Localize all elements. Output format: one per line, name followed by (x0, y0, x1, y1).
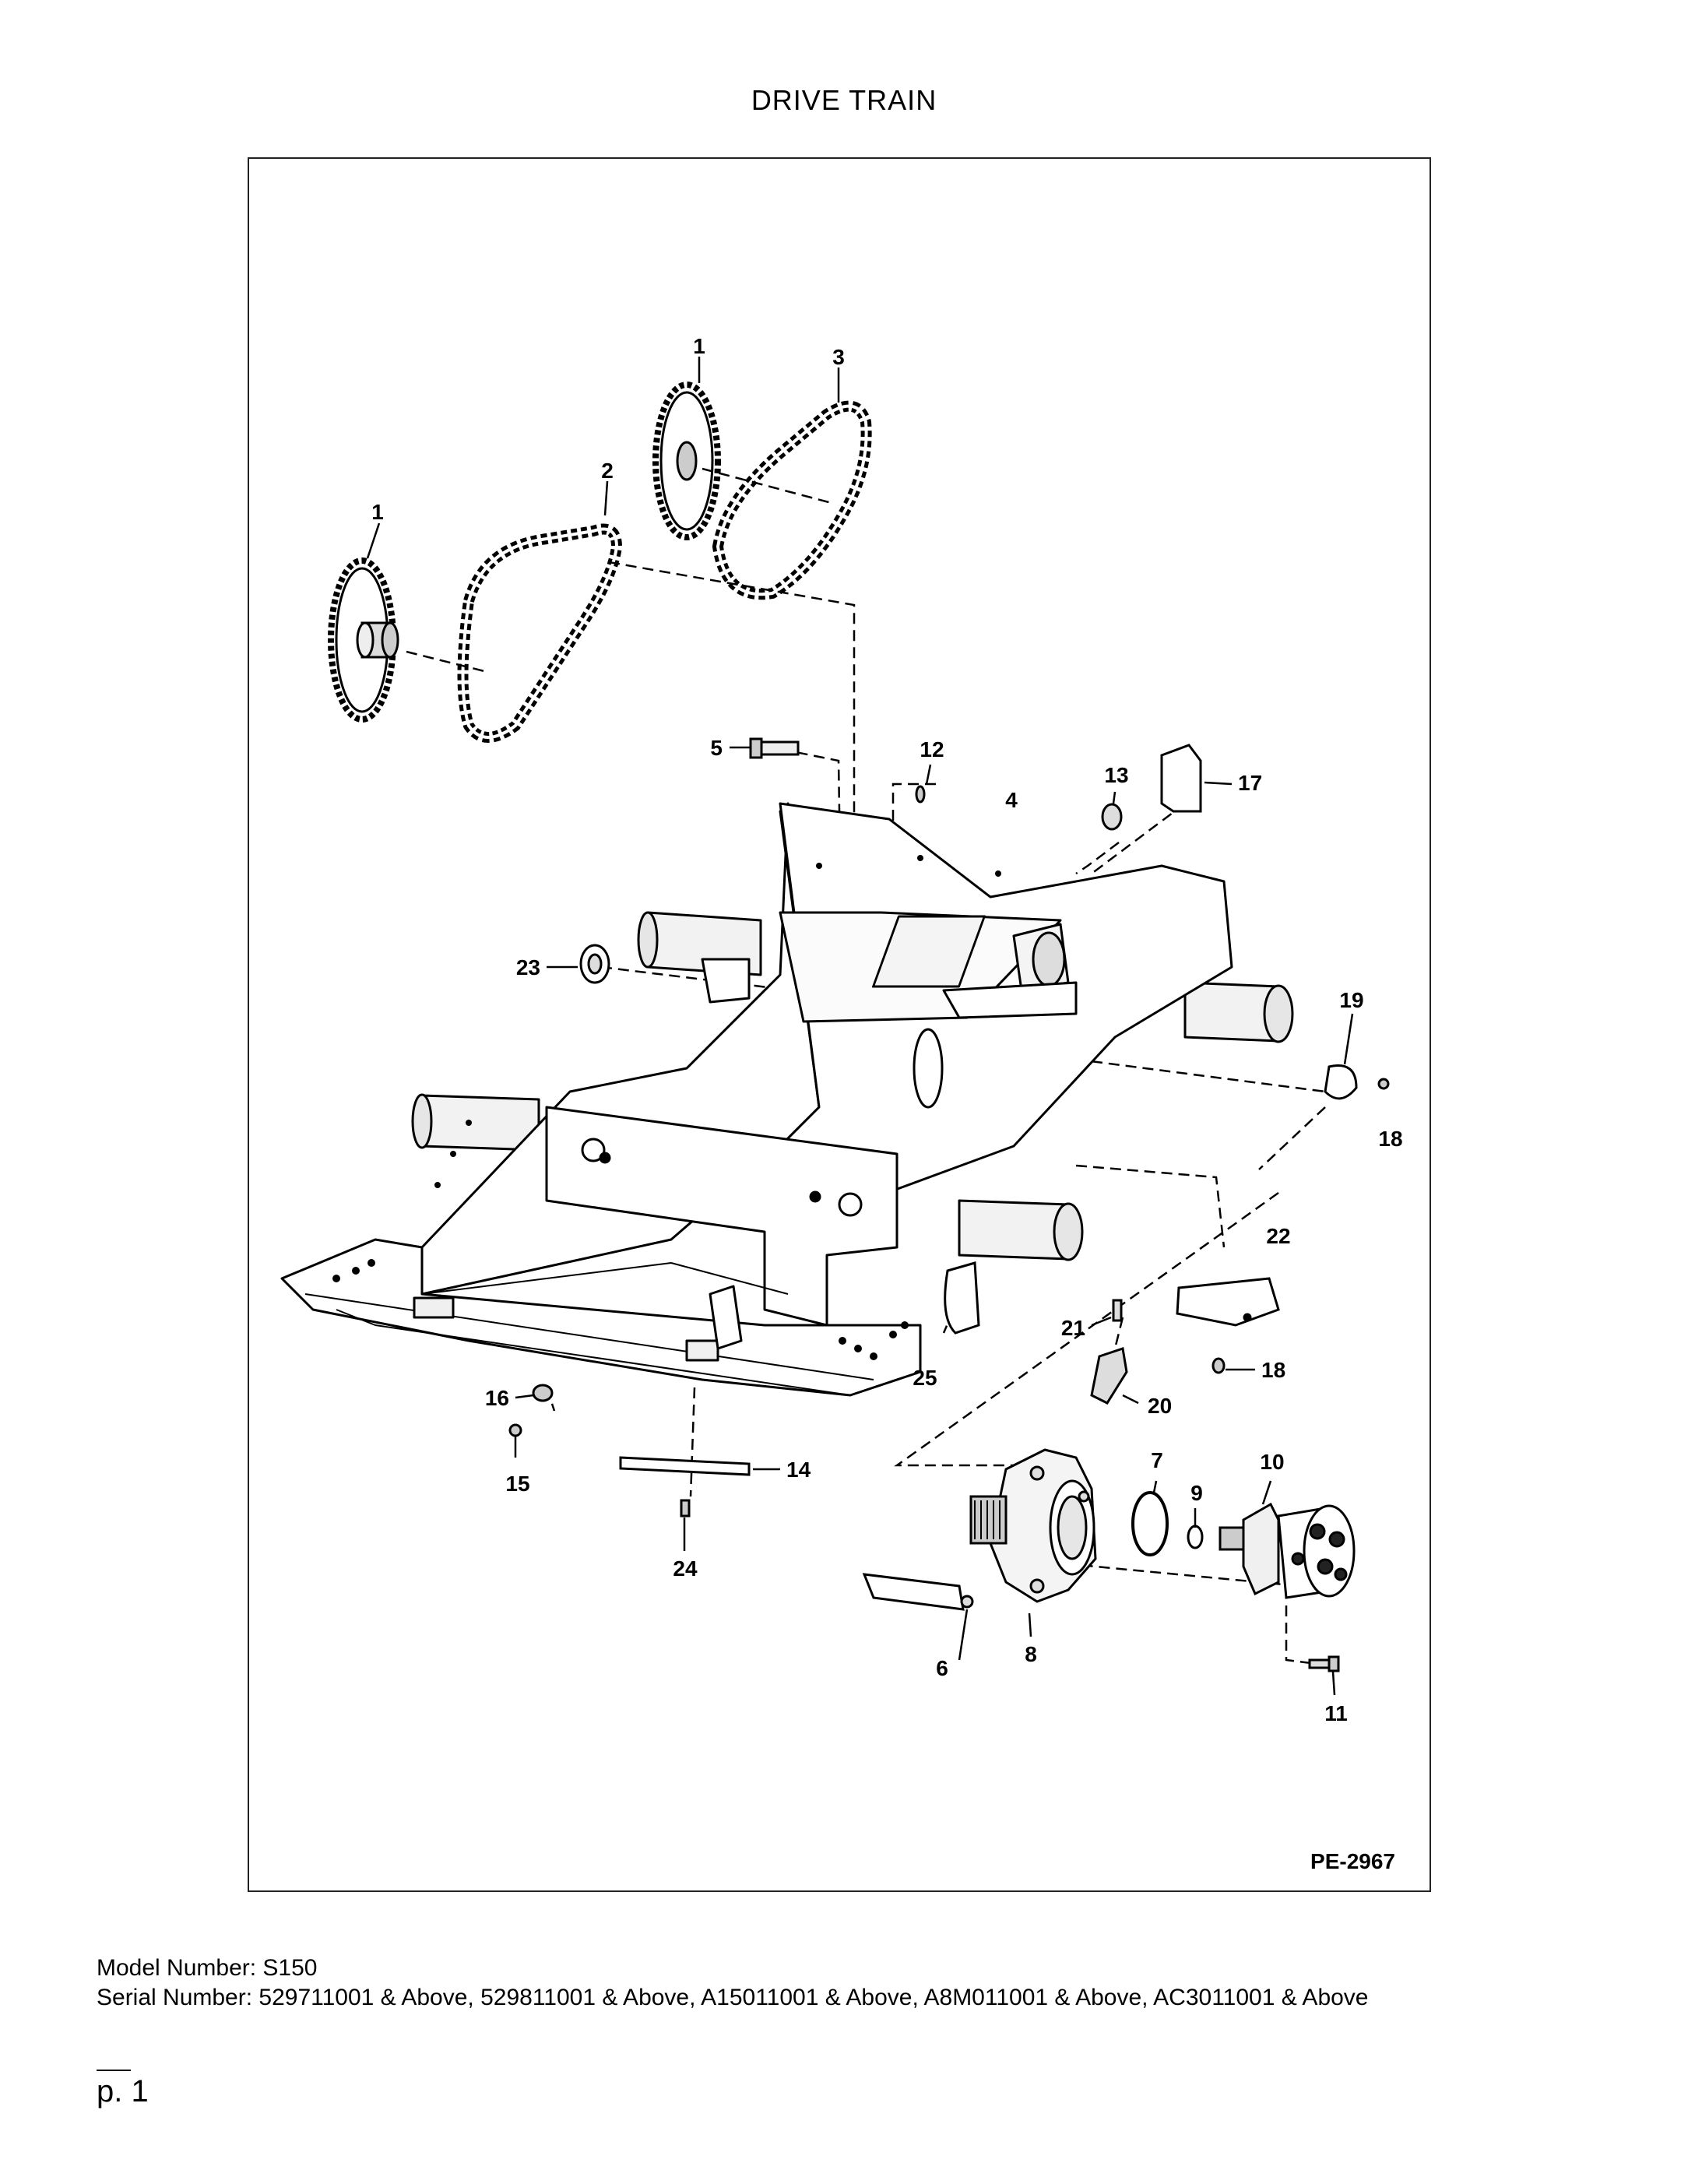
callout-19: 19 (1339, 988, 1363, 1012)
drive-motor-housing (969, 1448, 1097, 1603)
drive-chain-right (712, 400, 872, 600)
drive-chain-left (457, 523, 623, 743)
callout-16: 16 (485, 1386, 509, 1410)
page-title: DRIVE TRAIN (751, 84, 937, 116)
callout-1-upper: 1 (693, 334, 705, 358)
sprocket-upper (652, 382, 721, 540)
callout-13: 13 (1104, 763, 1128, 787)
serial-number: Serial Number: 529711001 & Above, 529811… (97, 1985, 1369, 2010)
callout-8: 8 (1025, 1642, 1037, 1666)
callout-4: 4 (1005, 788, 1018, 812)
fastener-parts (508, 737, 1390, 1672)
callout-1-left: 1 (371, 500, 384, 524)
callout-18-upper: 18 (1378, 1127, 1402, 1151)
callout-10: 10 (1260, 1450, 1284, 1474)
callout-leaders (366, 357, 1354, 1696)
callout-17: 17 (1238, 771, 1262, 795)
callout-22: 22 (1266, 1224, 1290, 1248)
callout-23: 23 (516, 955, 540, 979)
callout-14: 14 (786, 1458, 811, 1482)
page-separator (97, 2070, 131, 2071)
callout-7: 7 (1151, 1448, 1163, 1472)
parts-diagram-frame: 1 3 1 2 5 12 4 13 17 23 19 18 22 21 18 2… (248, 157, 1431, 1892)
model-number: Model Number: S150 (97, 1955, 318, 1981)
exploded-parts-diagram: 1 3 1 2 5 12 4 13 17 23 19 18 22 21 18 2… (280, 334, 1403, 1873)
callout-11: 11 (1324, 1701, 1348, 1725)
callout-9: 9 (1190, 1481, 1203, 1505)
callout-21: 21 (1061, 1316, 1085, 1340)
callout-5: 5 (710, 736, 723, 760)
callout-24: 24 (673, 1556, 698, 1581)
plate-id: PE-2967 (1310, 1849, 1395, 1873)
page-number: p. 1 (97, 2074, 149, 2108)
callout-20: 20 (1148, 1394, 1172, 1418)
callout-18-lower: 18 (1261, 1358, 1285, 1382)
chassis-frame (280, 802, 1294, 1397)
sprocket-left (328, 557, 399, 723)
callout-3: 3 (832, 345, 845, 369)
callout-2: 2 (601, 459, 614, 483)
callout-15: 15 (505, 1472, 529, 1496)
callout-6: 6 (936, 1656, 948, 1680)
callout-25: 25 (913, 1366, 937, 1390)
callout-labels: 1 3 1 2 5 12 4 13 17 23 19 18 22 21 18 2… (371, 334, 1402, 1725)
hydraulic-motor (1219, 1502, 1356, 1599)
callout-12: 12 (920, 737, 944, 761)
